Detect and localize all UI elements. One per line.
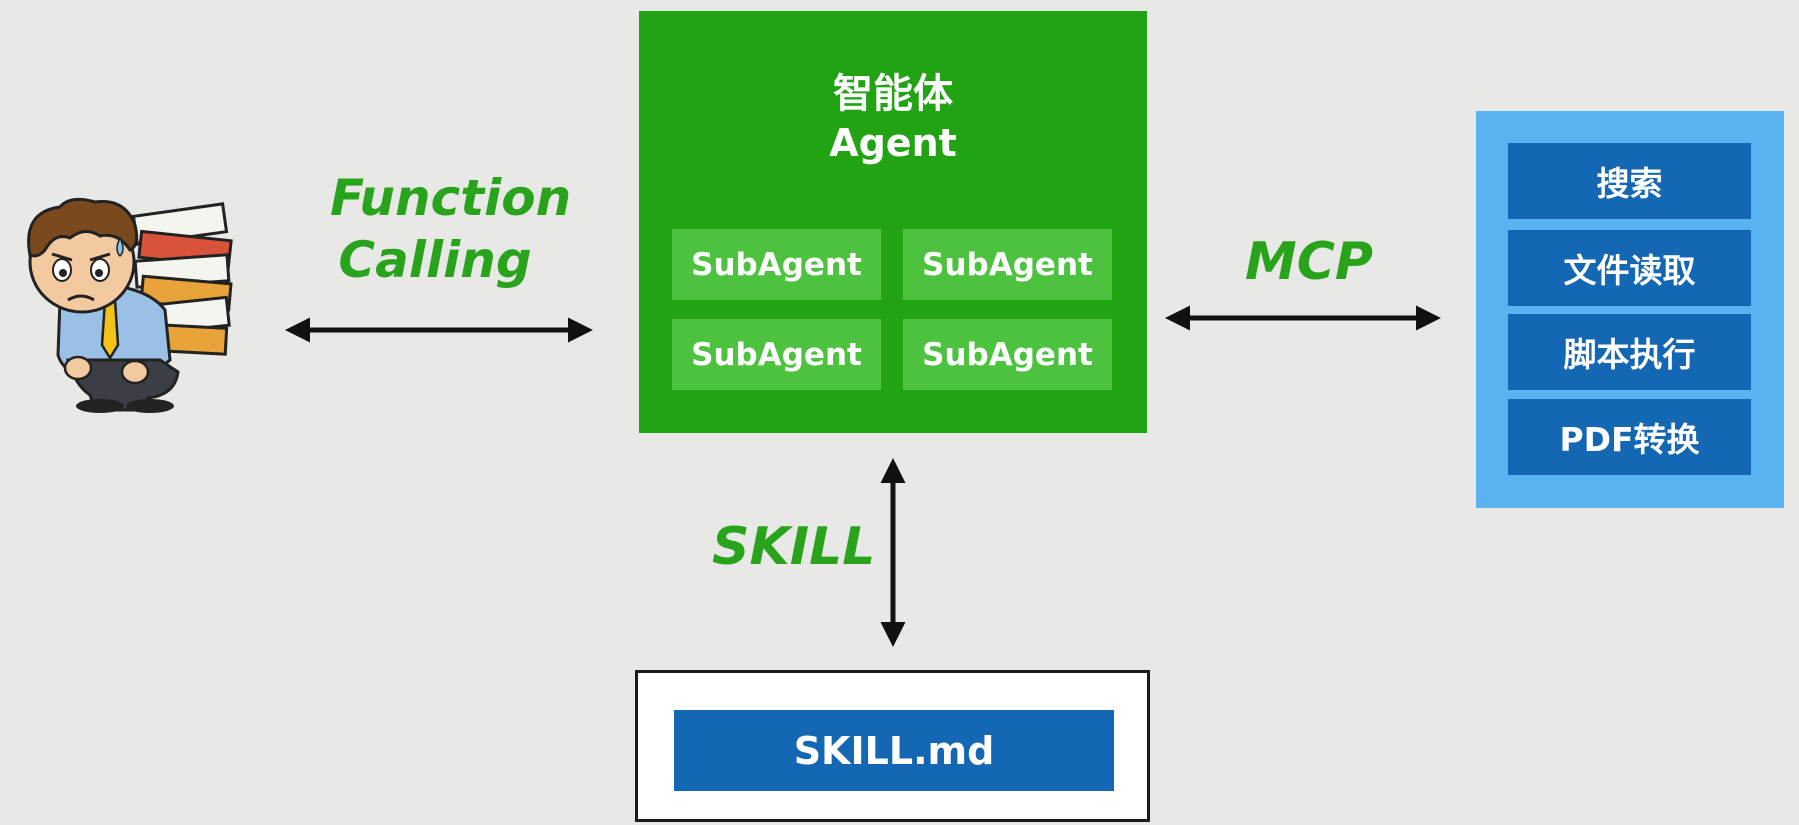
agent-box: 智能体 Agent SubAgent SubAgent SubAgent Sub… bbox=[639, 11, 1147, 433]
subagent-3: SubAgent bbox=[672, 319, 881, 390]
function-calling-label: Function Calling bbox=[330, 167, 572, 291]
subagent-2: SubAgent bbox=[903, 229, 1112, 300]
mcp-label: MCP bbox=[1245, 232, 1374, 292]
tool-script-exec: 脚本执行 bbox=[1508, 314, 1751, 390]
subagent-1: SubAgent bbox=[672, 229, 881, 300]
skill-container: SKILL.md bbox=[635, 670, 1150, 822]
skill-label: SKILL bbox=[712, 517, 876, 577]
subagent-4: SubAgent bbox=[903, 319, 1112, 390]
tool-pdf-convert: PDF转换 bbox=[1508, 399, 1751, 475]
skill-file: SKILL.md bbox=[674, 710, 1114, 791]
agent-title-en: Agent bbox=[829, 121, 957, 165]
mcp-tools-panel: 搜索 文件读取 脚本执行 PDF转换 bbox=[1476, 111, 1784, 508]
agent-title-cn: 智能体 bbox=[833, 71, 953, 117]
stressed-worker-icon bbox=[27, 197, 233, 413]
tool-search: 搜索 bbox=[1508, 143, 1751, 219]
tool-file-read: 文件读取 bbox=[1508, 230, 1751, 306]
function-calling-label-line2: Calling bbox=[338, 231, 532, 289]
function-calling-label-line1: Function bbox=[330, 169, 572, 227]
